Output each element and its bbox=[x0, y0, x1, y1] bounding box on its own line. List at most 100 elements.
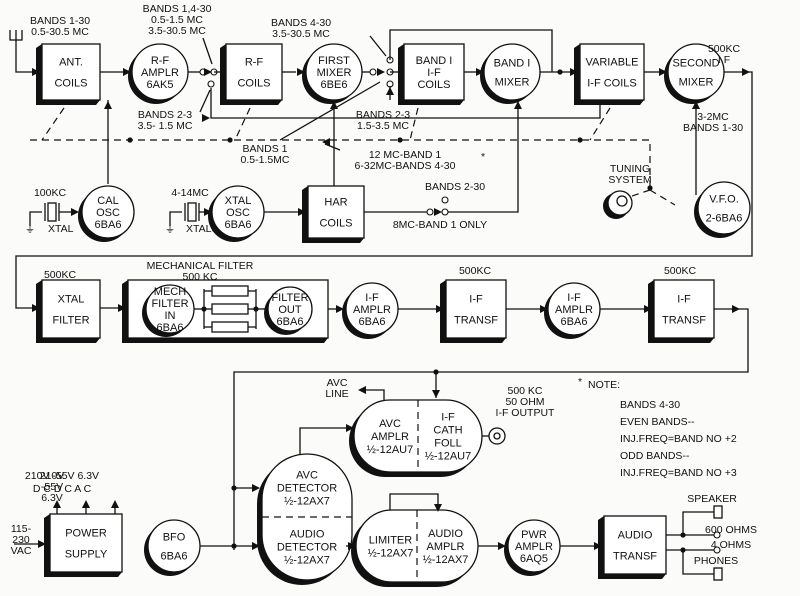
ant-bands-label: 0.5-30.5 MC bbox=[31, 26, 89, 38]
speaker-label: SPEAKER bbox=[687, 493, 737, 505]
if-transf-2-block-label: I-F bbox=[677, 294, 691, 306]
filter-element bbox=[211, 285, 249, 297]
signal-line bbox=[682, 511, 714, 535]
note-title: NOTE: bbox=[588, 379, 620, 391]
xtal-osc-tube-label: XTAL bbox=[225, 195, 252, 207]
tuning-link bbox=[409, 107, 419, 141]
rf-ampl-tube-label: 6AK5 bbox=[147, 79, 174, 91]
xtal-filter-freq-label: 500KC bbox=[44, 269, 77, 281]
if-ampl-1-tube-label: 6BA6 bbox=[359, 316, 386, 328]
ps-outputs-label: 210V -55V 6.3V bbox=[25, 470, 99, 482]
crystal-icon bbox=[187, 202, 197, 222]
mech-filter-title: MECHANICAL FILTER bbox=[147, 260, 254, 272]
ps-input-label: VAC bbox=[11, 545, 32, 557]
switch-terminal bbox=[441, 208, 449, 216]
arrow-icon bbox=[322, 138, 330, 146]
vfo-tube-body bbox=[697, 181, 751, 235]
pointer-line bbox=[279, 81, 381, 141]
cal-osc-tube-label: OSC bbox=[96, 207, 120, 219]
ant-coils-block-label: ANT. bbox=[59, 57, 83, 69]
xtal-filter-block-label: XTAL bbox=[58, 294, 85, 306]
arrow-icon bbox=[540, 305, 548, 313]
vfo-tube-label: 2-6BA6 bbox=[706, 213, 743, 225]
mech-filter-in-tube-label: FILTER bbox=[151, 298, 188, 310]
pointer-line bbox=[324, 143, 341, 151]
ant-bands-label: BANDS 1-30 bbox=[30, 15, 90, 27]
second-if-label: 500KC bbox=[708, 43, 741, 55]
arrow-icon bbox=[330, 101, 338, 109]
mixer-bands-b-label: 1.5-3.5 MC bbox=[357, 120, 409, 132]
band1-if-coils-block-label: COILS bbox=[417, 79, 450, 91]
mixer-bands-a-label: 3.5-30.5 MC bbox=[272, 28, 330, 40]
arrow-icon bbox=[202, 114, 210, 122]
asterisk: * bbox=[481, 151, 485, 163]
signal-line bbox=[299, 427, 346, 460]
arrow-icon bbox=[386, 87, 394, 95]
arrow-icon bbox=[434, 208, 442, 216]
ground-line bbox=[29, 211, 42, 226]
mixer-bands-b-label: BANDS 2-3 bbox=[356, 109, 410, 121]
if-ampl-2-tube-label: I-F bbox=[567, 292, 581, 304]
note-line: INJ.FREQ=BAND NO +2 bbox=[620, 433, 737, 445]
cal-osc-tube-label: 6BA6 bbox=[95, 219, 122, 231]
pointer-line bbox=[202, 37, 213, 65]
arrow-icon bbox=[111, 500, 119, 508]
note-line: INJ.FREQ=BAND NO +3 bbox=[620, 467, 737, 479]
variable-if-coils-block-body bbox=[579, 43, 645, 101]
signal-line bbox=[682, 550, 714, 575]
limiter-audio-ampl-pill-label: LIMITER bbox=[369, 535, 412, 547]
note-line: ODD BANDS-- bbox=[620, 450, 690, 462]
rf-bands-a-label: 0.5-1.5 MC bbox=[151, 14, 203, 26]
switch-terminal bbox=[207, 80, 215, 88]
bands-2-30-label: BANDS 2-30 bbox=[425, 181, 485, 193]
band1-if-coils-block-label: I-F bbox=[427, 67, 441, 79]
tuning-link bbox=[649, 189, 676, 206]
har-coils-block-body bbox=[307, 185, 365, 239]
detector-pill-label: AVC bbox=[296, 470, 318, 482]
tuning-dashed-line bbox=[30, 139, 651, 190]
junction-dot bbox=[127, 137, 133, 143]
arrow-icon bbox=[71, 208, 79, 216]
rf-bands-b-label: 3.5- 1.5 MC bbox=[138, 120, 193, 132]
filter-out-tube-label: FILTER bbox=[271, 292, 308, 304]
filter-out-tube-label: OUT bbox=[278, 304, 302, 316]
arrow-icon bbox=[432, 390, 440, 398]
arrow-icon bbox=[346, 424, 354, 432]
detector-pill-label: AUDIO bbox=[290, 529, 325, 541]
xtal-filter-block-label: FILTER bbox=[52, 315, 89, 327]
first-mixer-tube-label: MIXER bbox=[317, 67, 352, 79]
arrow-icon bbox=[498, 542, 506, 550]
variable-if-coils-block-label: I-F COILS bbox=[587, 78, 637, 90]
if-transf-2-block-body bbox=[653, 279, 715, 339]
if-transf-2-block: I-F TRANSF bbox=[648, 279, 715, 343]
if-transf-2-block-label: TRANSF bbox=[662, 315, 706, 327]
signal-line bbox=[15, 40, 36, 73]
arrow-icon bbox=[514, 101, 522, 109]
first-mixer-tube-label: FIRST bbox=[318, 55, 350, 67]
junction-dot bbox=[227, 137, 233, 143]
vfo-tube-label: V.F.O. bbox=[709, 194, 739, 206]
if-transf-1-block-label: TRANSF bbox=[454, 315, 498, 327]
band1-mixer-tube-body bbox=[483, 43, 541, 101]
switch-terminal bbox=[441, 196, 449, 204]
ohms-600-label: 600 OHMS bbox=[705, 524, 757, 536]
ps-types-label: D C D C A C bbox=[33, 483, 92, 495]
filter-out-tube-body bbox=[267, 286, 313, 332]
arrow-icon bbox=[123, 68, 131, 76]
xtal-osc-tube-label: OSC bbox=[226, 207, 250, 219]
bands1-label: BANDS 1 bbox=[243, 143, 288, 155]
band1-if-coils-block-label: BAND I bbox=[416, 55, 453, 67]
arrow-icon bbox=[732, 305, 740, 313]
avc-line-label: AVC bbox=[327, 377, 348, 389]
cal-xtal-label: XTAL bbox=[48, 223, 74, 235]
pointer-line bbox=[369, 35, 387, 57]
